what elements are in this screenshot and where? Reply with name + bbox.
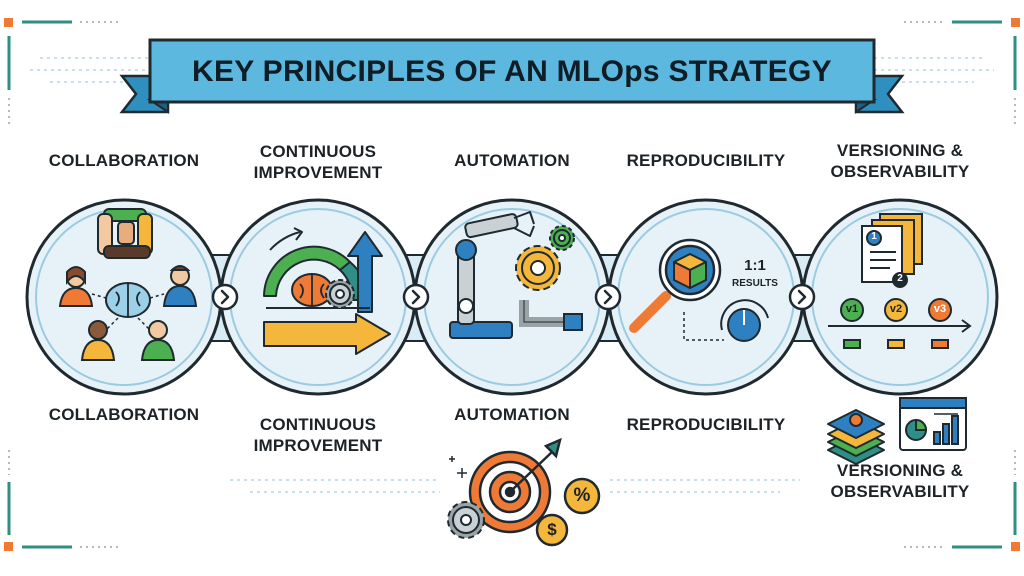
label-line: IMPROVEMENT [253, 436, 383, 455]
title-banner [119, 38, 905, 114]
label-line: IMPROVEMENT [253, 163, 383, 182]
dashboard-icon [899, 397, 967, 451]
principle-label-automation-bottom: AUTOMATION [422, 404, 602, 425]
label-line: OBSERVABILITY [830, 162, 970, 181]
person-icon [162, 265, 198, 307]
document-icon [861, 213, 923, 288]
chevron-right-icon [211, 283, 816, 311]
person-icon [58, 266, 94, 307]
currency-symbol: $ [547, 520, 557, 539]
decor-lines-bottom [230, 479, 800, 493]
principle-label-reproducibility: REPRODUCIBILITY [606, 150, 806, 171]
gear-icon [515, 245, 561, 291]
ratio-text: 1:1 [744, 257, 766, 274]
brain-icon [105, 282, 151, 318]
corner-decoration-bottom-right [904, 450, 1020, 551]
page-title: KEY PRINCIPLES OF AN MLOps STRATEGY [191, 55, 832, 88]
principle-label-versioning-bottom: VERSIONING & OBSERVABILITY [810, 460, 990, 502]
label-line: COLLABORATION [48, 405, 200, 424]
circle-reproducibility [607, 198, 805, 396]
corner-decoration-top-left [4, 18, 120, 125]
label-line: CONTINUOUS [259, 415, 377, 434]
label-line: VERSIONING & [836, 461, 964, 480]
cycle-arrow-icon [263, 227, 391, 355]
layers-icon [827, 409, 885, 465]
principle-label-reproducibility-bottom: REPRODUCIBILITY [606, 414, 806, 435]
doc-badge-1: 1 [871, 231, 877, 242]
label-line: COLLABORATION [48, 151, 200, 170]
version-label-v1: v1 [845, 303, 859, 315]
label-line: VERSIONING & [836, 141, 964, 160]
label-line: OBSERVABILITY [830, 482, 970, 501]
label-line: REPRODUCIBILITY [626, 151, 786, 170]
version-label-v3: v3 [933, 303, 947, 315]
version-label-v2: v2 [889, 303, 903, 315]
principle-label-collaboration-bottom: COLLABORATION [34, 404, 214, 425]
principle-label-automation: AUTOMATION [422, 150, 602, 171]
cube-icon [673, 253, 707, 289]
gear-icon [447, 501, 485, 539]
percent-badge-icon [563, 477, 601, 515]
corner-decoration-bottom-left [4, 450, 120, 551]
principle-label-collaboration: COLLABORATION [34, 150, 214, 171]
person-icon [80, 320, 116, 361]
label-line: REPRODUCIBILITY [626, 415, 786, 434]
dial-icon [683, 299, 769, 342]
principle-label-continuous-improvement-bottom: CONTINUOUS IMPROVEMENT [228, 414, 408, 456]
pipe-icon [519, 300, 583, 331]
robot-arm-icon [449, 211, 535, 339]
principle-label-continuous-improvement: CONTINUOUS IMPROVEMENT [228, 141, 408, 183]
sparkle-icon [449, 456, 467, 478]
principle-label-versioning: VERSIONING & OBSERVABILITY [810, 140, 990, 182]
results-caption: RESULTS [732, 278, 778, 289]
currency-badge-icon [535, 513, 569, 547]
label-line: CONTINUOUS [259, 142, 377, 161]
label-line: AUTOMATION [454, 151, 570, 170]
person-icon [140, 320, 176, 361]
doc-badge-2: 2 [897, 273, 903, 284]
gear-icon [325, 279, 355, 309]
network-links [91, 293, 165, 331]
timeline-icon [828, 298, 972, 349]
target-icon [468, 437, 562, 534]
hands-icon [97, 208, 153, 259]
brain-icon [291, 273, 333, 307]
corner-decoration-top-right [904, 18, 1020, 125]
label-line: AUTOMATION [454, 405, 570, 424]
percent-symbol: % [573, 485, 591, 506]
gear-icon [549, 225, 575, 251]
